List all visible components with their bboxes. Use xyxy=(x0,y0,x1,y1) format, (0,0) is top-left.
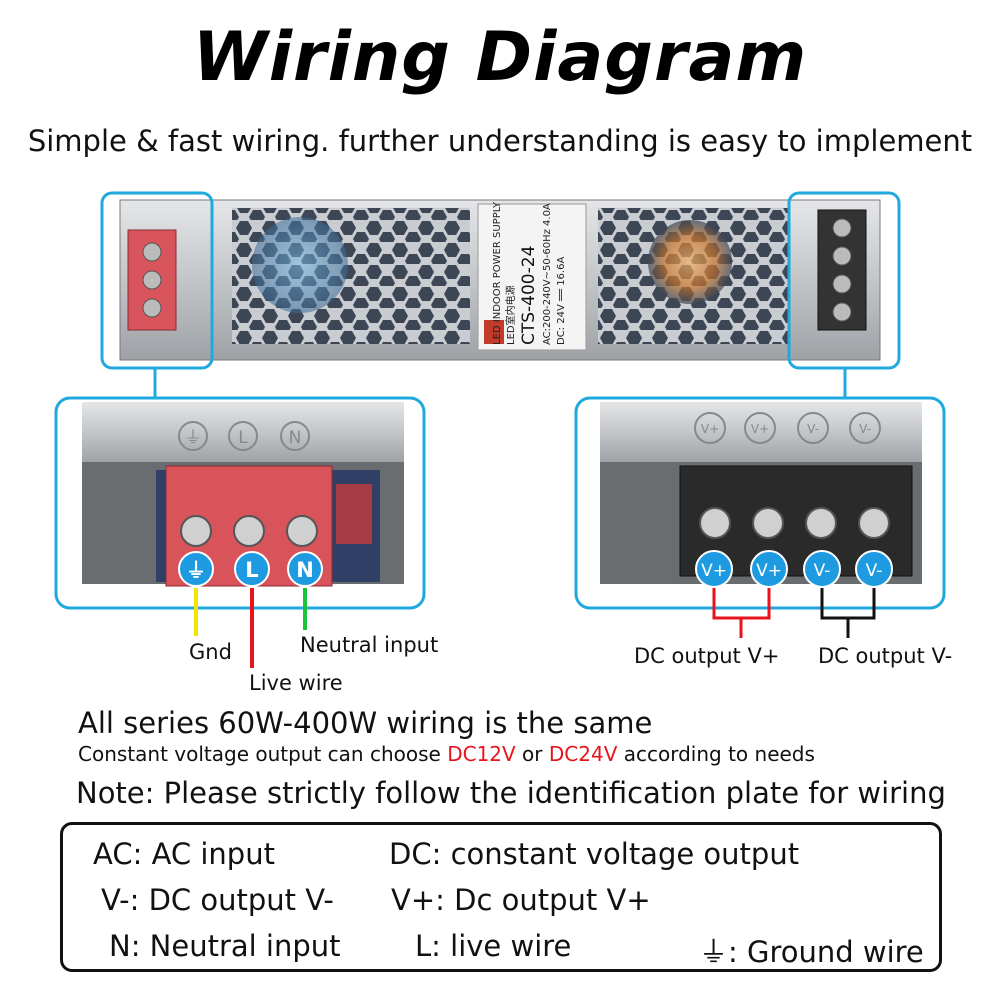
svg-text:V-: V- xyxy=(859,422,871,436)
voltage-note: Constant voltage output can choose DC12V… xyxy=(78,742,815,766)
dc-pos-bracket xyxy=(712,588,771,620)
legend-vminus: V-: DC output V- xyxy=(101,883,334,917)
page-subtitle: Simple & fast wiring. further understand… xyxy=(27,124,973,158)
plate-brand: LED INDOOR POWER SUPPLY xyxy=(492,201,503,345)
legend-vplus: V+: Dc output V+ xyxy=(391,883,651,917)
page-title: Wiring Diagram xyxy=(192,18,808,97)
svg-text:V-: V- xyxy=(814,561,831,581)
gnd-label: Gnd xyxy=(189,640,232,664)
input-callout-frame xyxy=(100,191,214,370)
live-wire-label: Live wire xyxy=(249,671,343,695)
plate-cn: LED室内电源 xyxy=(504,285,517,345)
panel-l-symbol: L xyxy=(238,428,248,448)
n-badge xyxy=(287,551,323,587)
plate-dc: DC: 24V ══ 16.6A xyxy=(556,257,567,345)
plate-model: CTS-400-24 xyxy=(519,246,539,345)
svg-text:N: N xyxy=(296,558,314,582)
vminus-badge-1 xyxy=(803,550,841,588)
input-terminal-zoom: ⏚ L N ⏚ L N xyxy=(54,396,426,610)
plate-ac: AC:200-240V~50-60Hz 4.0A xyxy=(542,203,553,345)
dc-neg-label: DC output V- xyxy=(818,644,953,668)
wiring-note: Note: Please strictly follow the identif… xyxy=(76,776,946,810)
legend-box: AC: AC input DC: constant voltage output… xyxy=(60,822,942,972)
power-supply-body: LED INDOOR POWER SUPPLY LED室内电源 CTS-400-… xyxy=(119,199,881,361)
legend-l: L: live wire xyxy=(415,929,572,963)
svg-text:V-: V- xyxy=(807,422,819,436)
dc-neg-bracket xyxy=(820,588,876,620)
legend-ac: AC: AC input xyxy=(93,837,275,871)
dc24v-highlight: DC24V xyxy=(548,742,618,766)
svg-text:V+: V+ xyxy=(701,422,719,436)
legend-ground: ⏚: Ground wire xyxy=(699,935,924,969)
vplus-badge-2 xyxy=(750,550,788,588)
legend-n: N: Neutral input xyxy=(109,929,341,963)
svg-text:V+: V+ xyxy=(756,561,782,581)
svg-text:V+: V+ xyxy=(751,422,769,436)
wiring-illustration: LED INDOOR POWER SUPPLY LED室内电源 CTS-400-… xyxy=(54,191,946,668)
svg-text:V+: V+ xyxy=(701,561,727,581)
panel-ground-symbol: ⏚ xyxy=(185,428,202,448)
svg-text:L: L xyxy=(245,558,258,582)
svg-text:V-: V- xyxy=(866,561,883,581)
neutral-label: Neutral input xyxy=(300,633,439,657)
vplus-badge-1 xyxy=(695,550,733,588)
svg-text:⏚: ⏚ xyxy=(186,558,206,582)
panel-n-symbol: N xyxy=(289,428,302,448)
dc-pos-label: DC output V+ xyxy=(634,644,780,668)
dc12v-highlight: DC12V xyxy=(447,742,516,766)
l-badge xyxy=(234,551,270,587)
output-terminal-zoom: V+ V+ V- V- V+ V+ V- V- xyxy=(574,396,946,610)
series-note: All series 60W-400W wiring is the same xyxy=(78,706,653,740)
ground-badge xyxy=(178,551,214,587)
vminus-badge-2 xyxy=(855,550,893,588)
legend-dc: DC: constant voltage output xyxy=(389,837,800,871)
